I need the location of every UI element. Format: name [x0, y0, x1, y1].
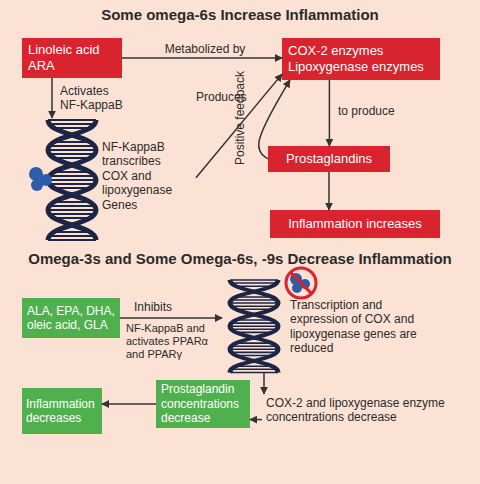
nf-kappab-protein: [29, 167, 52, 191]
outcome-box: Inflammation decreases: [22, 388, 102, 434]
node-text: Prostaglandins: [268, 151, 390, 167]
node-text: COX-2 enzymes Lipoxygenase enzymes: [288, 43, 437, 74]
connector-label: Metabolized by: [140, 42, 270, 56]
fatty-acid-box: Linoleic acid ARA: [22, 38, 122, 78]
enzyme-box: COX-2 enzymes Lipoxygenase enzymes: [282, 38, 440, 80]
node-text: Inflammation increases: [270, 216, 440, 232]
node-text: Inflammation decreases: [26, 397, 99, 426]
fatty-acid-box: ALA, EPA, DHA, oleic acid, GLA: [22, 298, 120, 338]
node-text: Prostaglandin concentrations decrease: [161, 382, 247, 425]
connector-label: Positive feedback: [233, 71, 247, 165]
outcome-box: Inflammation increases: [270, 210, 440, 238]
prostaglandin-box: Prostaglandins: [268, 146, 390, 172]
connector-label: Inhibits: [134, 300, 214, 314]
node-text: COX-2 and lipoxygenase enzyme concentrat…: [266, 396, 465, 425]
dna-helix: [230, 280, 278, 372]
connector-label: Activates NF-KappaB: [60, 84, 130, 113]
arrow-connector: [102, 403, 156, 405]
node-text: NF-KappaB transcribes COX and lipoxygena…: [102, 140, 182, 212]
connector-label: Produces: [196, 90, 256, 104]
section-heading: Some omega-6s Increase Inflammation: [0, 6, 480, 24]
arrow-connector: [51, 78, 53, 118]
section-heading: Omega-3s and Some Omega-6s, -9s Decrease…: [0, 250, 480, 268]
arrow-connector: [263, 372, 265, 394]
enzyme-level-node: COX-2 and lipoxygenase enzyme concentrat…: [262, 394, 468, 426]
arrow-connector: [122, 57, 282, 59]
blocked-protein-symbol: [286, 268, 316, 298]
gene-transcription-node: NF-KappaB transcribes COX and lipoxygena…: [36, 118, 196, 240]
node-text: ALA, EPA, DHA, oleic acid, GLA: [27, 304, 117, 333]
arrow-connector: [250, 419, 262, 421]
arrow-connector: [328, 172, 330, 210]
gene-transcription-node: Transcription and expression of COX and …: [222, 278, 472, 372]
dna-helix: [48, 120, 96, 240]
node-text: Transcription and expression of COX and …: [290, 298, 440, 356]
arrow-connector: [329, 80, 331, 146]
arrow-connector: [120, 317, 222, 319]
connector-note: NF-KappaB and activates PPARα and PPARγ: [126, 322, 222, 362]
node-text: Linoleic acid ARA: [28, 42, 119, 73]
prostaglandin-box: Prostaglandin concentrations decrease: [156, 380, 250, 428]
connector-label: to produce: [338, 104, 418, 118]
